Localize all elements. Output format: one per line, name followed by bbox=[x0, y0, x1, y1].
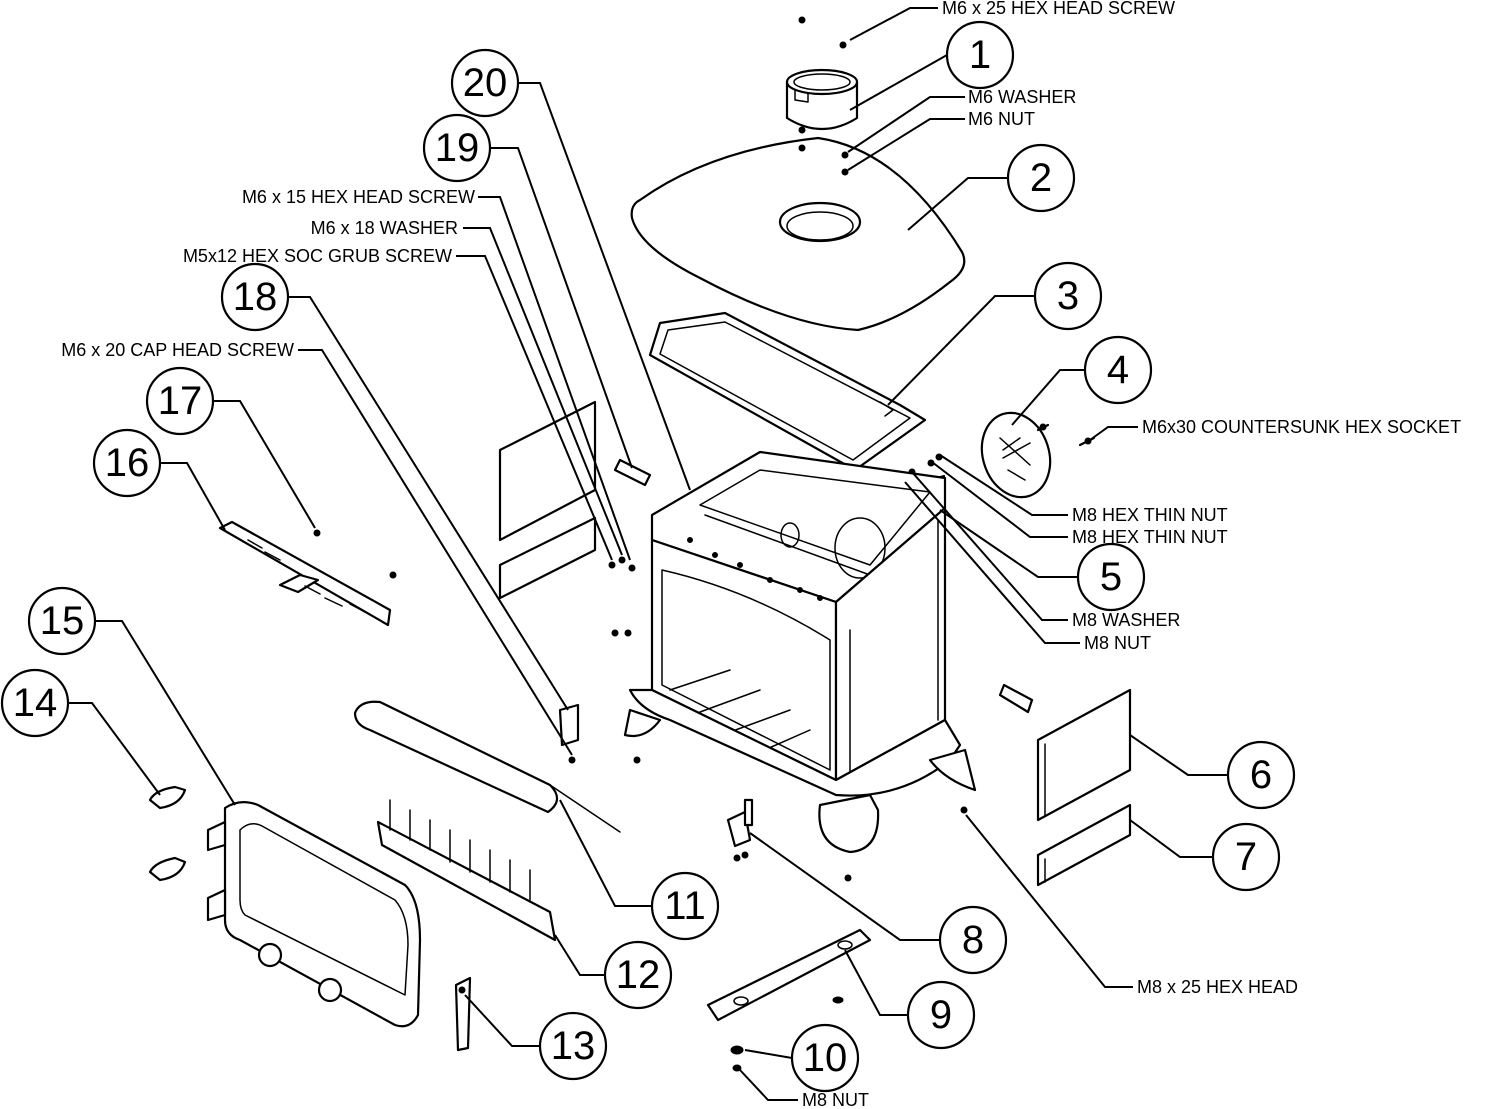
flue-collar-drawing bbox=[785, 68, 859, 130]
callout-number: 1 bbox=[969, 33, 991, 77]
callout-number: 9 bbox=[930, 993, 952, 1037]
label-m8-nut-upper: M8 NUT bbox=[1084, 633, 1151, 653]
callout-number: 17 bbox=[158, 379, 203, 423]
fire-grate-drawing bbox=[376, 799, 557, 942]
hinge-clip-drawing bbox=[148, 785, 187, 882]
callout-number: 10 bbox=[803, 1036, 848, 1080]
callout-12: 12 bbox=[603, 940, 673, 1010]
callout-19: 19 bbox=[422, 113, 492, 183]
baffle-plate-drawing bbox=[353, 700, 621, 833]
callout-number: 16 bbox=[105, 441, 150, 485]
door-handle-drawing bbox=[454, 976, 472, 1052]
callout-7: 7 bbox=[1211, 822, 1281, 892]
callout-number: 20 bbox=[463, 61, 508, 105]
callout-5: 5 bbox=[1076, 542, 1146, 612]
label-m6x15-hex-head-screw: M6 x 15 HEX HEAD SCREW bbox=[242, 187, 475, 207]
air-vent-disc-drawing bbox=[980, 411, 1096, 499]
loose-fastener-drawing bbox=[313, 16, 968, 882]
callout-number: 5 bbox=[1100, 555, 1122, 599]
label-m8-hex-thin-nut-1: M8 HEX THIN NUT bbox=[1072, 505, 1228, 525]
callout-9: 9 bbox=[906, 980, 976, 1050]
top-seal-drawing bbox=[648, 311, 927, 472]
stove-body-drawing bbox=[623, 450, 977, 854]
airwash-bar-drawing bbox=[218, 520, 392, 627]
label-m6x30-countersunk-hex-socket: M6x30 COUNTERSUNK HEX SOCKET bbox=[1142, 417, 1461, 437]
callout-number: 7 bbox=[1235, 835, 1257, 879]
callout-3: 3 bbox=[1033, 261, 1103, 331]
callout-18: 18 bbox=[220, 262, 290, 332]
top-plate-drawing bbox=[630, 136, 966, 332]
label-m6x20-cap-head-screw: M6 x 20 CAP HEAD SCREW bbox=[61, 340, 294, 360]
callout-2: 2 bbox=[1006, 143, 1076, 213]
label-m6x25-hex-head-screw: M6 x 25 HEX HEAD SCREW bbox=[942, 0, 1175, 18]
locating-pin-drawing bbox=[613, 458, 1034, 714]
callout-10: 10 bbox=[790, 1023, 860, 1093]
support-strap-drawing bbox=[706, 928, 872, 1022]
label-m8-hex-thin-nut-2: M8 HEX THIN NUT bbox=[1072, 527, 1228, 547]
side-firebrick-drawing bbox=[1036, 688, 1132, 887]
callout-20: 20 bbox=[450, 48, 520, 118]
label-m8-nut-lower: M8 NUT bbox=[802, 1090, 869, 1109]
callout-1: 1 bbox=[945, 20, 1015, 90]
callout-number: 18 bbox=[233, 275, 278, 319]
callout-11: 11 bbox=[650, 871, 720, 941]
callout-number: 3 bbox=[1057, 274, 1079, 318]
label-m8-washer: M8 WASHER bbox=[1072, 610, 1180, 630]
callout-number: 13 bbox=[551, 1024, 596, 1068]
small-bracket-drawing bbox=[726, 798, 754, 862]
callout-number: 12 bbox=[616, 953, 661, 997]
callout-13: 13 bbox=[538, 1011, 608, 1081]
callout-15: 15 bbox=[27, 586, 97, 656]
callout-17: 17 bbox=[145, 366, 215, 436]
leader-lines bbox=[68, 7, 1228, 1101]
callout-number: 19 bbox=[435, 126, 480, 170]
label-m6x18-washer: M6 x 18 WASHER bbox=[311, 218, 458, 238]
door-drawing bbox=[206, 801, 422, 1028]
callout-number: 2 bbox=[1030, 156, 1052, 200]
callout-number: 15 bbox=[40, 599, 85, 643]
callout-number: 4 bbox=[1107, 348, 1129, 392]
callout-6: 6 bbox=[1226, 740, 1296, 810]
label-m5x12-grub-screw: M5x12 HEX SOC GRUB SCREW bbox=[183, 246, 452, 266]
label-m6-washer: M6 WASHER bbox=[968, 87, 1076, 107]
callout-number: 11 bbox=[664, 884, 706, 928]
callout-number: 6 bbox=[1250, 753, 1272, 797]
rear-firebrick-drawing bbox=[498, 400, 597, 600]
callout-number: 14 bbox=[13, 681, 58, 725]
label-m6-nut: M6 NUT bbox=[968, 109, 1035, 129]
washer-nut-drawing bbox=[730, 996, 844, 1072]
callout-number: 8 bbox=[962, 918, 984, 962]
callout-14: 14 bbox=[0, 668, 70, 738]
callout-8: 8 bbox=[938, 905, 1008, 975]
callout-16: 16 bbox=[92, 428, 162, 498]
callout-4: 4 bbox=[1083, 335, 1153, 405]
label-m8x25-hex-head: M8 x 25 HEX HEAD bbox=[1137, 977, 1298, 997]
